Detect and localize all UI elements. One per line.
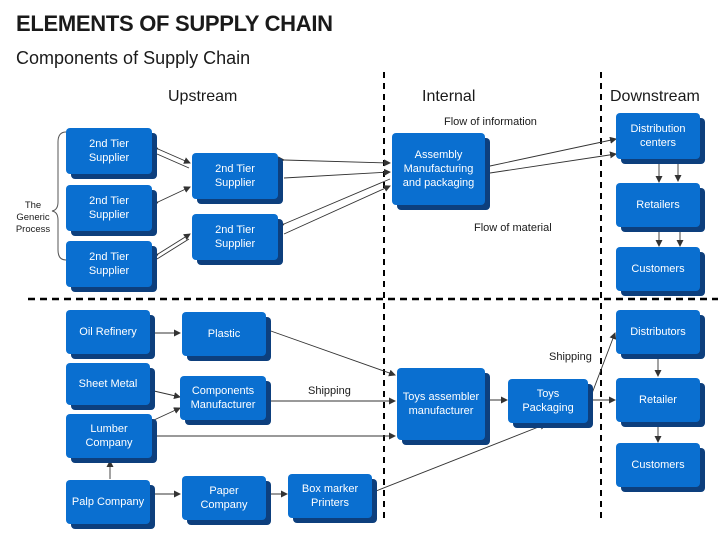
toys-sheet-metal: Sheet Metal <box>66 363 150 405</box>
toys-palp-company: Palp Company <box>66 480 150 524</box>
generic-retailers: Retailers <box>616 183 700 227</box>
shipping-label-2: Shipping <box>549 351 592 363</box>
toys-oil-refinery: Oil Refinery <box>66 310 150 354</box>
toys-plastic: Plastic <box>182 312 266 356</box>
toys-box-marker-printers: Box marker Printers <box>288 474 372 518</box>
section-internal: Internal <box>422 88 476 105</box>
generic-distribution-centers: Distribution centers <box>616 113 700 159</box>
section-downstream: Downstream <box>610 88 700 105</box>
toys-lumber-company: Lumber Company <box>66 414 152 458</box>
toys-packaging: Toys Packaging <box>508 379 588 423</box>
toys-assembler-manufacturer: Toys assembler manufacturer <box>397 368 485 440</box>
toys-components-manufacturer: Components Manufacturer <box>180 376 266 420</box>
toys-paper-company: Paper Company <box>182 476 266 520</box>
toys-distributors: Distributors <box>616 310 700 354</box>
generic-process-label: The Generic Process <box>15 200 51 235</box>
generic-tier1-supplier-b: 2nd Tier Supplier <box>192 214 278 260</box>
toys-retailer: Retailer <box>616 378 700 422</box>
generic-assembly: Assembly Manufacturing and packaging <box>392 133 485 205</box>
flow-information-label: Flow of information <box>444 116 537 128</box>
page-title: ELEMENTS OF SUPPLY CHAIN <box>16 11 333 36</box>
shipping-label-1: Shipping <box>308 385 351 397</box>
generic-customers: Customers <box>616 247 700 291</box>
generic-process-brace <box>51 131 67 261</box>
flow-material-label: Flow of material <box>474 222 552 234</box>
generic-tier2-supplier-c: 2nd Tier Supplier <box>66 241 152 287</box>
page-subtitle: Components of Supply Chain <box>16 48 251 68</box>
generic-tier2-supplier-a: 2nd Tier Supplier <box>66 128 152 174</box>
generic-tier2-supplier-b: 2nd Tier Supplier <box>66 185 152 231</box>
toys-customers: Customers <box>616 443 700 487</box>
section-upstream: Upstream <box>168 88 238 105</box>
generic-tier1-supplier-a: 2nd Tier Supplier <box>192 153 278 199</box>
